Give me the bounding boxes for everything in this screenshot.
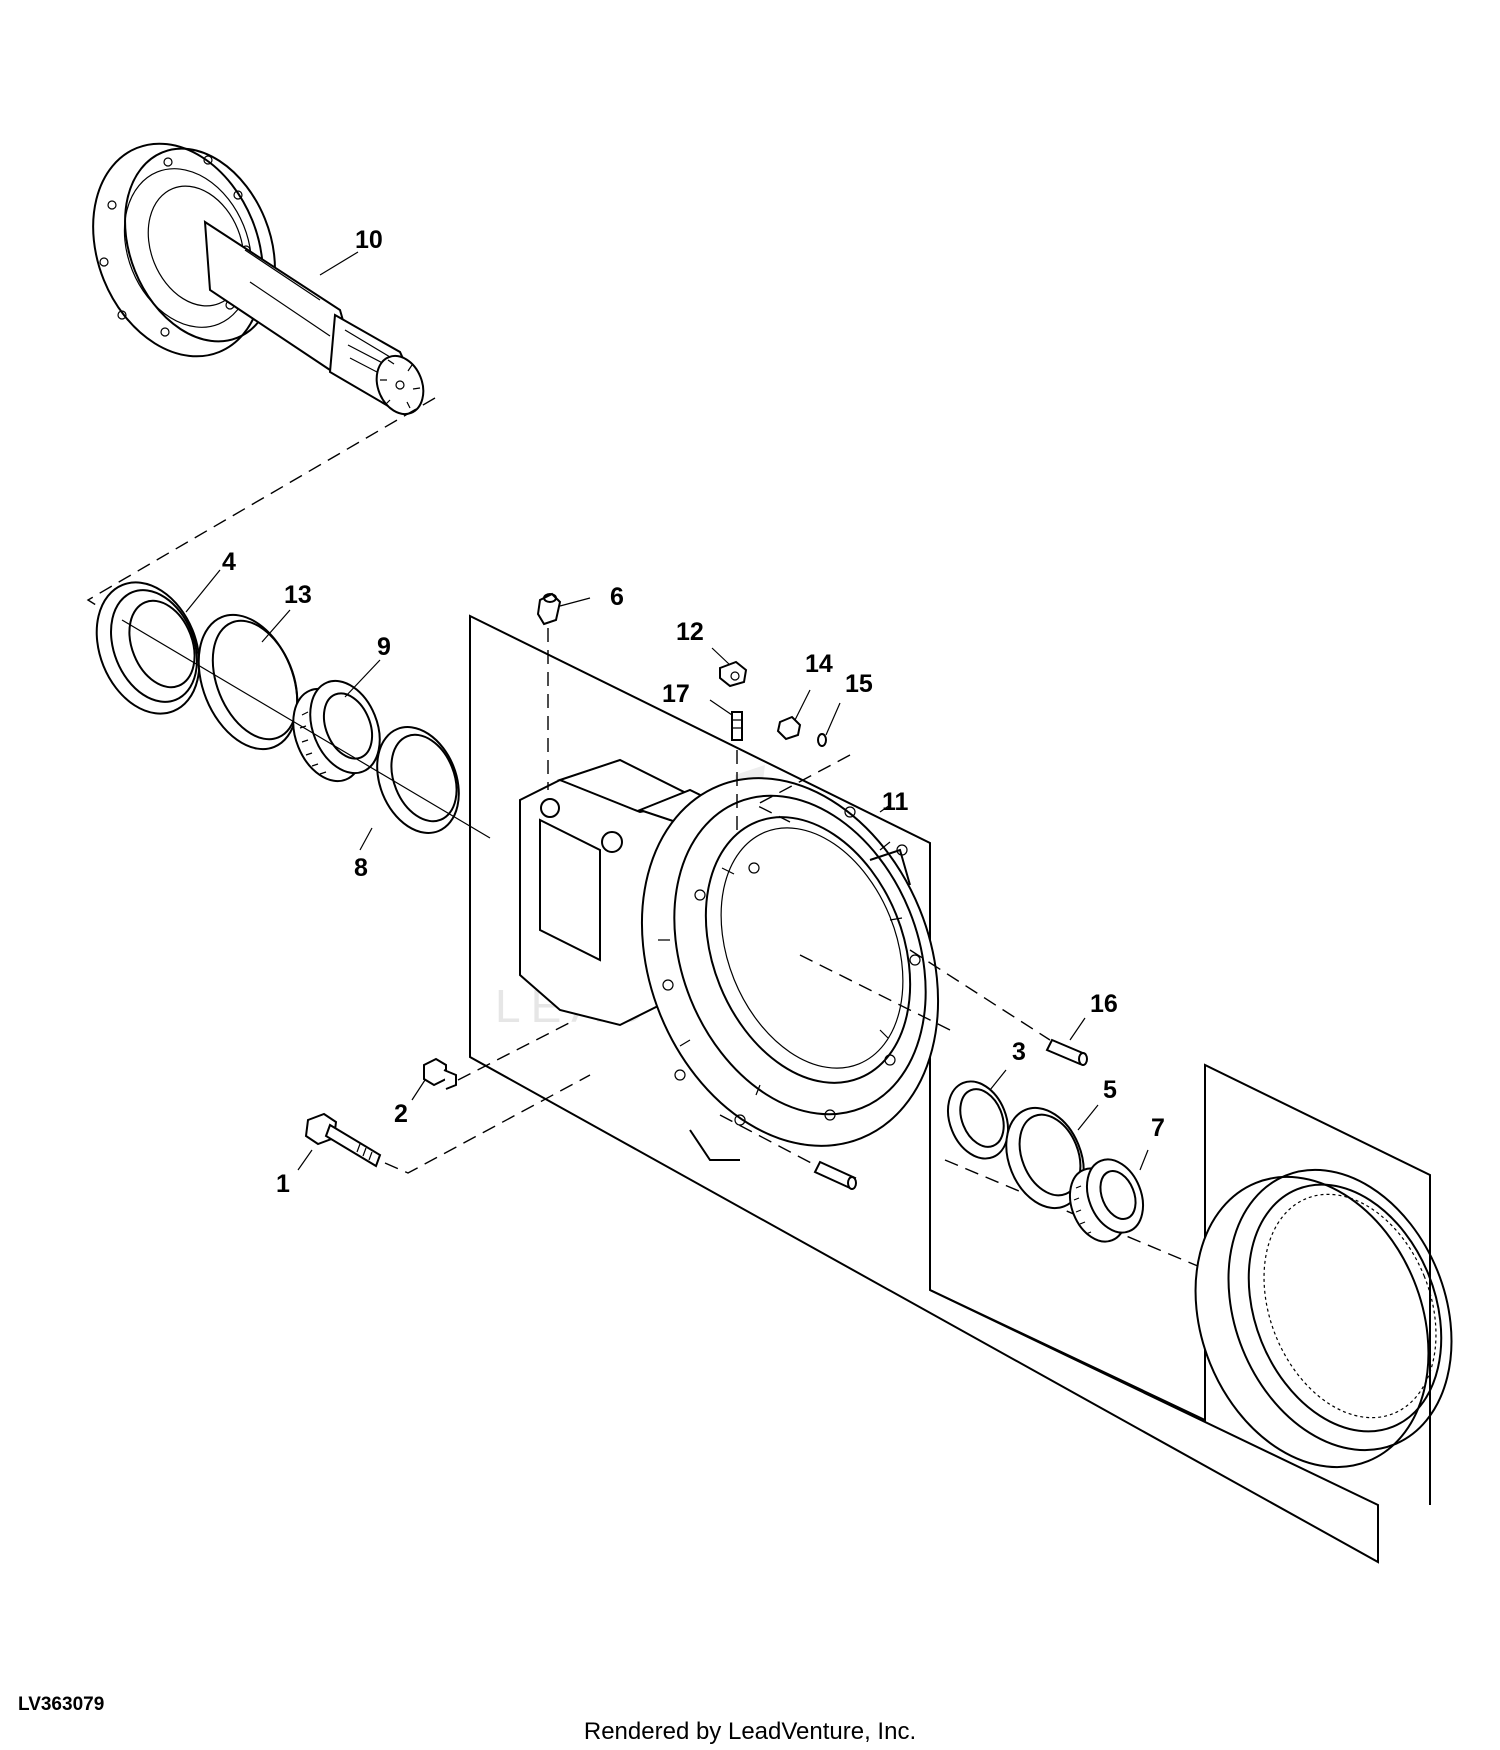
- part-7-bearing-cone[interactable]: [1060, 1151, 1154, 1250]
- part-4-seal[interactable]: [78, 567, 218, 729]
- callout-17: 17: [662, 680, 690, 708]
- centerline-pin-lower: [719, 1114, 816, 1166]
- callout-11: 11: [882, 788, 909, 816]
- group-frame-hub: [929, 1063, 1431, 1505]
- part-6-elbow-fitting[interactable]: [536, 592, 562, 626]
- leader-lines: [185, 251, 1149, 1171]
- group-frame-housing: [469, 614, 1379, 1564]
- centerline-pin-upper: [909, 949, 1051, 1041]
- callout-9: 9: [377, 633, 391, 661]
- callout-6: 6: [610, 583, 624, 611]
- part-1-bolt[interactable]: [304, 1112, 382, 1168]
- part-9-bearing-cone[interactable]: [280, 671, 392, 792]
- callout-2: 2: [394, 1100, 408, 1128]
- callout-10: 10: [355, 226, 383, 254]
- callout-1: 1: [276, 1170, 290, 1198]
- callout-13: 13: [284, 581, 312, 609]
- part-2-plug[interactable]: [423, 1057, 457, 1090]
- part-15-o-ring[interactable]: [817, 733, 827, 747]
- part-8-bearing-cup[interactable]: [362, 715, 474, 845]
- figure-id: LV363079: [18, 1694, 105, 1715]
- callouts: 1 2 3 4 5 6 7 8 9 10 11 12 13 14 15 16 1…: [222, 226, 1165, 1198]
- part-10-axle-shaft[interactable]: [63, 118, 432, 421]
- part-5-bearing-cup[interactable]: [992, 1096, 1098, 1219]
- callout-7: 7: [1151, 1114, 1165, 1142]
- callout-15: 15: [845, 670, 873, 698]
- callout-14: 14: [805, 650, 833, 678]
- ring-gear[interactable]: [1154, 1136, 1492, 1502]
- part-12-fitting[interactable]: [719, 660, 748, 688]
- centerline-stack-left: [121, 619, 491, 839]
- callout-5: 5: [1103, 1076, 1117, 1104]
- centerline-part-14: [754, 754, 851, 823]
- render-credit: Rendered by LeadVenture, Inc.: [583, 1718, 917, 1745]
- centerline-main: [799, 954, 1256, 1291]
- part-16-dowel-pin-lower[interactable]: [813, 1160, 857, 1190]
- callout-8: 8: [354, 854, 368, 882]
- part-11-housing[interactable]: [519, 733, 991, 1190]
- part-3-seal[interactable]: [937, 1072, 1019, 1167]
- callout-4: 4: [222, 548, 236, 576]
- centerline-part-1: [384, 1074, 591, 1174]
- callout-12: 12: [676, 618, 704, 646]
- callout-3: 3: [1012, 1038, 1026, 1066]
- part-13-ring[interactable]: [180, 600, 316, 764]
- callout-16: 16: [1090, 990, 1118, 1018]
- part-17-breather[interactable]: [731, 711, 743, 741]
- part-14-plug[interactable]: [776, 715, 802, 741]
- part-16-dowel-pin[interactable]: [1045, 1038, 1088, 1066]
